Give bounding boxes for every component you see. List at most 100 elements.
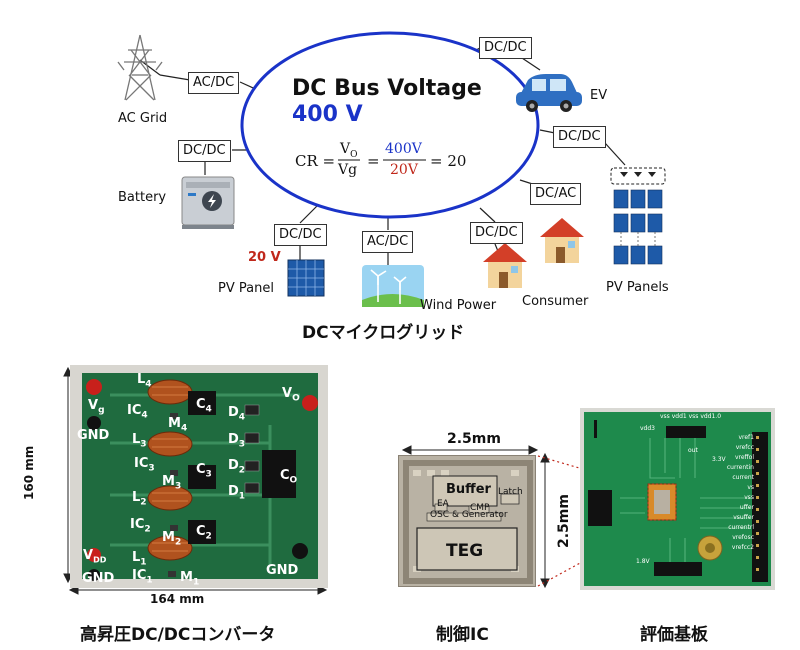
cr-vo-sub: O bbox=[350, 149, 358, 160]
cr-vo: VO bbox=[340, 141, 358, 160]
pv-panel-icon bbox=[287, 259, 325, 297]
label-CO: CO bbox=[280, 468, 298, 486]
cr-vo-main: V bbox=[340, 141, 351, 157]
pv-panels-array-icon bbox=[610, 167, 666, 265]
label-ac-grid: AC Grid bbox=[118, 111, 168, 126]
label-pv-panels: PV Panels bbox=[606, 280, 669, 295]
label-pv-voltage: 20 V bbox=[248, 250, 281, 265]
caption-converter: 高昇圧DC/DCコンバータ bbox=[80, 625, 276, 645]
house-icon-consumer-ac bbox=[540, 218, 584, 263]
converter-ac-grid: AC/DC bbox=[188, 72, 240, 94]
label-IC2: IC2 bbox=[130, 517, 151, 535]
eval-pins-right: vref1 vrefcc vreffol currentin current v… bbox=[724, 433, 754, 553]
label-L2: L2 bbox=[132, 490, 147, 508]
label-wind: Wind Power bbox=[420, 298, 497, 313]
eval-pin-out: out bbox=[688, 447, 698, 454]
label-IC1: IC1 bbox=[132, 568, 153, 586]
label-D1: D1 bbox=[228, 484, 246, 502]
label-D2: D2 bbox=[228, 458, 246, 476]
label-gnd-left-top: GND bbox=[77, 428, 110, 443]
eval-pin-right-5: vs bbox=[747, 484, 754, 491]
ic-block-ea: EA bbox=[437, 499, 449, 509]
eval-board-photo bbox=[580, 408, 775, 590]
microgrid-connectors bbox=[117, 31, 666, 307]
label-VO: VO bbox=[282, 386, 300, 404]
converter-consumer-dc: DC/DC bbox=[470, 222, 523, 244]
cr-vg: Vg bbox=[338, 162, 358, 178]
control-ic-drawing bbox=[403, 460, 533, 584]
eval-pin-right-3: currentin bbox=[726, 464, 754, 471]
eval-pin-right-1: vrefcc bbox=[735, 444, 754, 451]
eval-pins-top: vss vdd1 vss vdd1.0 bbox=[660, 413, 722, 420]
converter-pv-panels: DC/DC bbox=[553, 126, 606, 148]
label-L1: L1 bbox=[132, 550, 147, 568]
cr-eq2: = 20 bbox=[430, 152, 467, 170]
label-Vg: Vg bbox=[88, 398, 105, 416]
caption-eval-board: 評価基板 bbox=[640, 625, 708, 645]
eval-pin-right-8: vsuffer bbox=[733, 514, 754, 521]
label-L3: L3 bbox=[132, 432, 147, 450]
cr-eq1: = bbox=[367, 152, 380, 170]
converter-battery: DC/DC bbox=[178, 140, 231, 162]
cr-lhs: CR = bbox=[295, 152, 336, 170]
house-icon-consumer-dc bbox=[483, 243, 527, 288]
converter-wind: AC/DC bbox=[362, 231, 414, 253]
eval-pin-right-2: vreffol bbox=[734, 454, 754, 461]
label-ev: EV bbox=[590, 88, 608, 103]
label-C4: C4 bbox=[196, 397, 212, 415]
battery-icon bbox=[181, 176, 235, 229]
converter-dimensions bbox=[63, 366, 328, 595]
eval-pin-right-10: vrefosc bbox=[732, 534, 754, 541]
label-gnd-right: GND bbox=[266, 563, 299, 578]
control-ic-die-photo bbox=[398, 455, 536, 587]
eval-pin-3v3: 3.3V bbox=[712, 456, 726, 463]
ic-width-dim: 2.5mm bbox=[447, 431, 501, 447]
ic-block-teg: TEG bbox=[446, 541, 484, 561]
eval-pin-right-7: uffer bbox=[739, 504, 754, 511]
eval-pin-right-0: vref1 bbox=[738, 434, 754, 441]
ic-block-latch: Latch bbox=[498, 487, 523, 497]
dc-bus-ellipse bbox=[240, 31, 540, 219]
label-M2: M2 bbox=[162, 530, 182, 548]
label-D3: D3 bbox=[228, 432, 246, 450]
ic-block-buffer: Buffer bbox=[446, 482, 491, 497]
label-C3: C3 bbox=[196, 462, 212, 480]
ev-car-icon bbox=[516, 74, 582, 112]
label-pv-panel: PV Panel bbox=[218, 281, 274, 296]
converter-width-dim: 164 mm bbox=[150, 592, 205, 606]
eval-pin-right-11: vrefcc2 bbox=[731, 544, 754, 551]
converter-board-drawing bbox=[82, 373, 318, 581]
ic-block-cmp: CMP bbox=[470, 503, 490, 513]
label-L4: L4 bbox=[137, 372, 152, 390]
label-IC4: IC4 bbox=[127, 403, 148, 421]
wind-turbine-icon bbox=[362, 265, 424, 307]
converter-board-photo bbox=[70, 365, 328, 588]
ic-block-osc: OSC & Generator bbox=[430, 510, 508, 520]
transmission-tower-icon bbox=[117, 34, 163, 101]
label-consumer: Consumer bbox=[522, 294, 589, 309]
caption-control-ic: 制御IC bbox=[436, 625, 489, 645]
caption-microgrid: DCマイクログリッド bbox=[302, 323, 465, 343]
label-C2: C2 bbox=[196, 524, 212, 542]
label-D4: D4 bbox=[228, 405, 246, 423]
inductor-coils bbox=[147, 379, 193, 561]
label-M4: M4 bbox=[168, 416, 188, 434]
eval-board-drawing bbox=[584, 412, 771, 586]
label-M1: M1 bbox=[180, 570, 200, 588]
converter-ev: DC/DC bbox=[479, 37, 532, 59]
label-M3: M3 bbox=[162, 474, 182, 492]
label-IC3: IC3 bbox=[134, 456, 155, 474]
converter-pv-panel: DC/DC bbox=[274, 224, 327, 246]
label-VDD: VDD bbox=[83, 548, 107, 565]
eval-pin-right-9: currentrl bbox=[728, 524, 754, 531]
label-battery: Battery bbox=[118, 190, 167, 205]
eval-pin-right-4: current bbox=[732, 474, 754, 481]
converter-consumer-ac: DC/AC bbox=[530, 183, 582, 205]
bus-voltage: 400 V bbox=[292, 102, 363, 127]
label-gnd-left-bottom: GND bbox=[82, 571, 115, 586]
cr-numerator: 400V bbox=[385, 141, 422, 157]
eval-pin-vdd3: vdd3 bbox=[640, 425, 655, 432]
cr-denominator: 20V bbox=[390, 162, 418, 178]
bus-title: DC Bus Voltage bbox=[292, 76, 482, 101]
ic-dimensions bbox=[401, 445, 550, 589]
